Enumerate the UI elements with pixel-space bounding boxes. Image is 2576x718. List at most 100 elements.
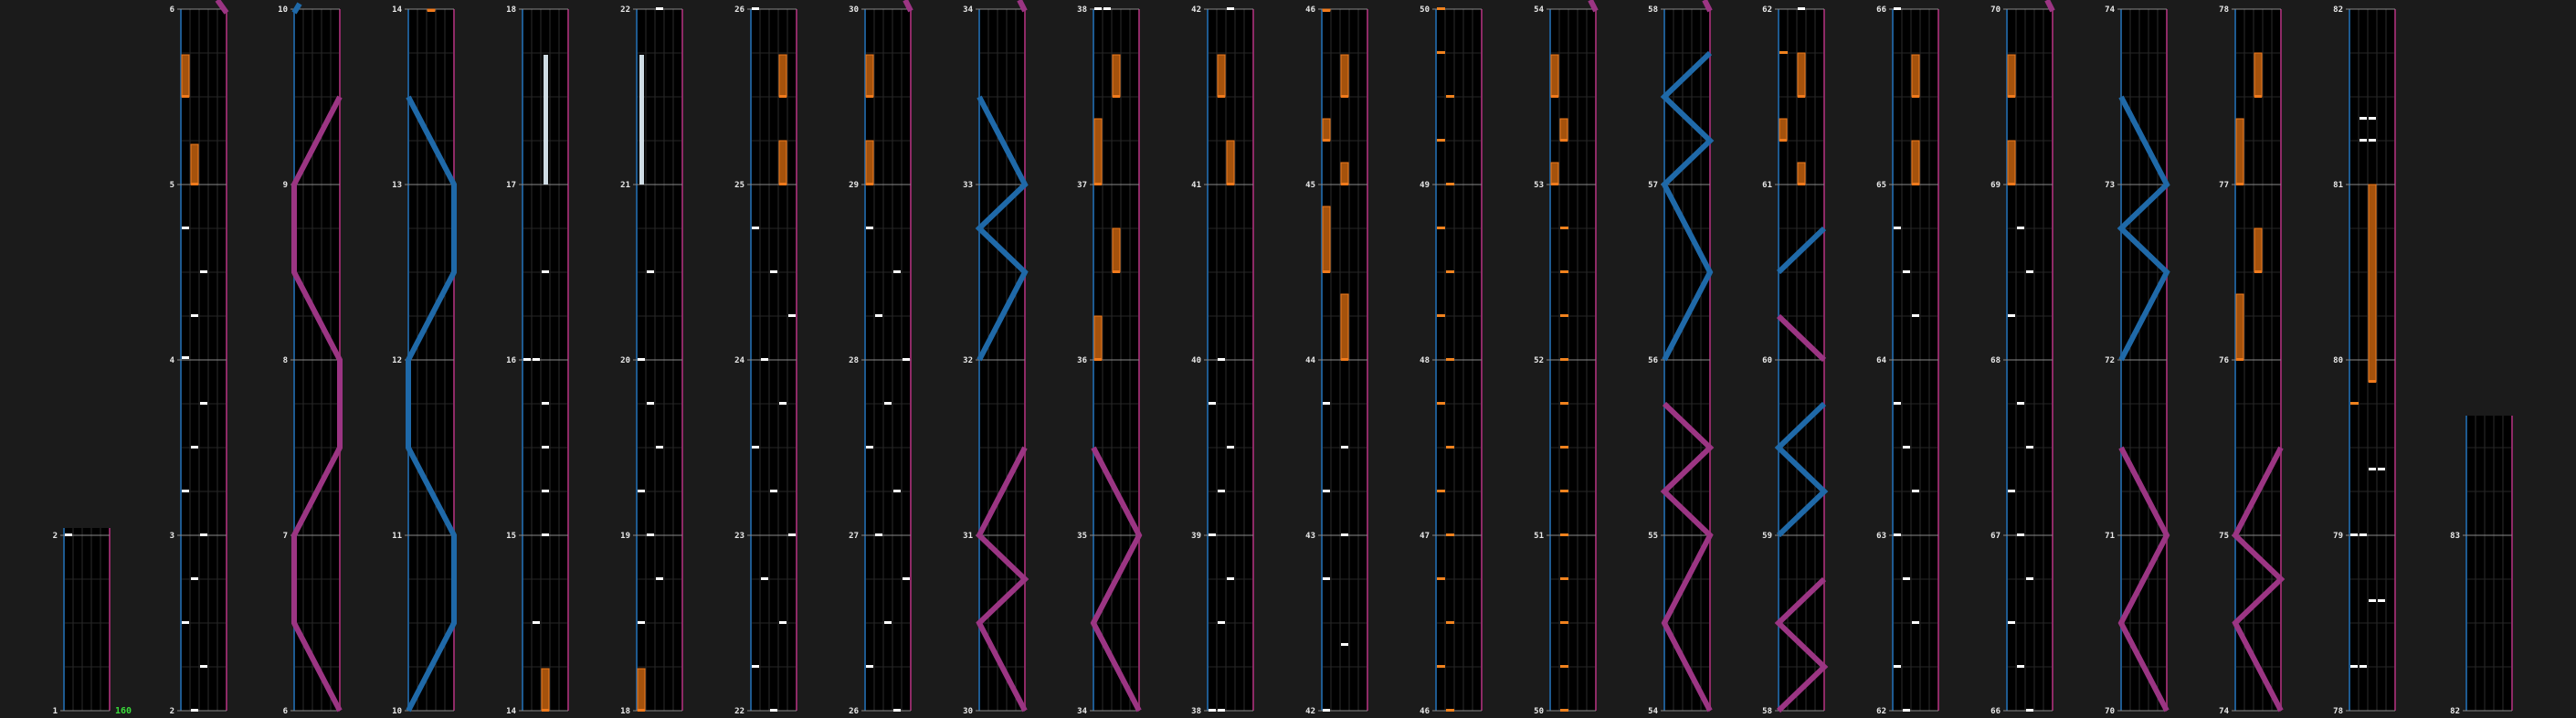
- tap-note[interactable]: [779, 621, 787, 624]
- tap-note[interactable]: [1209, 709, 1216, 712]
- hold-note[interactable]: [1550, 162, 1559, 185]
- tap-note[interactable]: [2360, 533, 2367, 536]
- hold-note[interactable]: [2254, 227, 2263, 273]
- tap-note[interactable]: [1103, 7, 1111, 10]
- hold-note[interactable]: [1340, 162, 1349, 185]
- lane-column-3[interactable]: [290, 8, 341, 712]
- tap-note[interactable]: [1912, 490, 1919, 492]
- blue-slide[interactable]: [291, 2, 302, 15]
- hold-note[interactable]: [427, 8, 436, 12]
- tap-note[interactable]: [65, 533, 72, 536]
- tap-note[interactable]: [1903, 709, 1910, 712]
- flick-note[interactable]: [1437, 227, 1445, 229]
- flick-note[interactable]: [1446, 183, 1454, 185]
- tap-note[interactable]: [2017, 402, 2024, 405]
- pink-slide[interactable]: [1776, 313, 1827, 363]
- tap-note[interactable]: [1323, 490, 1330, 492]
- flick-note[interactable]: [1446, 358, 1454, 361]
- tap-note[interactable]: [647, 533, 654, 536]
- tap-note[interactable]: [1323, 402, 1330, 405]
- tap-note[interactable]: [2369, 117, 2376, 120]
- tap-note[interactable]: [191, 446, 198, 449]
- flick-note[interactable]: [1446, 621, 1454, 624]
- tap-note[interactable]: [542, 270, 549, 273]
- tap-note[interactable]: [770, 709, 777, 712]
- pink-slide[interactable]: [291, 95, 343, 713]
- flick-note[interactable]: [1560, 358, 1568, 361]
- hold-note[interactable]: [1093, 315, 1103, 361]
- hold-note[interactable]: [1322, 206, 1331, 273]
- lane-column-14[interactable]: [1547, 8, 1597, 712]
- tap-note[interactable]: [2026, 270, 2033, 273]
- hold-note[interactable]: [865, 54, 874, 98]
- hold-note[interactable]: [1340, 54, 1349, 98]
- blue-slide[interactable]: [1660, 50, 1715, 362]
- flick-note[interactable]: [1560, 621, 1568, 624]
- tap-note[interactable]: [875, 533, 882, 536]
- tap-note[interactable]: [1903, 270, 1910, 273]
- long-note[interactable]: [544, 55, 548, 185]
- tap-note[interactable]: [182, 621, 189, 624]
- tap-note[interactable]: [2017, 227, 2024, 229]
- tap-note[interactable]: [533, 358, 540, 361]
- hold-note[interactable]: [778, 140, 787, 185]
- tap-note[interactable]: [884, 621, 892, 624]
- tap-note[interactable]: [2350, 665, 2358, 668]
- tap-note[interactable]: [1218, 490, 1225, 492]
- lane-column-19[interactable]: [2117, 8, 2168, 712]
- tap-note[interactable]: [2360, 117, 2367, 120]
- lane-column-15[interactable]: [1661, 8, 1711, 712]
- tap-note[interactable]: [903, 577, 910, 580]
- pink-slide[interactable]: [1660, 401, 1715, 713]
- tap-note[interactable]: [638, 621, 645, 624]
- tap-note[interactable]: [788, 533, 796, 536]
- tap-note[interactable]: [1227, 577, 1234, 580]
- hold-note[interactable]: [1797, 52, 1806, 98]
- pink-slide[interactable]: [1090, 446, 1143, 713]
- hold-note[interactable]: [181, 54, 190, 98]
- flick-note[interactable]: [1560, 227, 1568, 229]
- tap-note[interactable]: [2008, 490, 2015, 492]
- tap-note[interactable]: [893, 709, 901, 712]
- tap-note[interactable]: [770, 270, 777, 273]
- tap-note[interactable]: [647, 402, 654, 405]
- hold-note[interactable]: [1226, 140, 1235, 185]
- tap-note[interactable]: [2017, 533, 2024, 536]
- flick-note[interactable]: [1437, 51, 1445, 54]
- flick-note[interactable]: [1560, 533, 1568, 536]
- flick-note[interactable]: [1560, 709, 1568, 712]
- hold-note[interactable]: [190, 143, 199, 185]
- flick-note[interactable]: [1446, 533, 1454, 536]
- flick-note[interactable]: [1437, 7, 1445, 10]
- tap-note[interactable]: [752, 227, 759, 229]
- tap-note[interactable]: [752, 446, 759, 449]
- tap-note[interactable]: [1218, 621, 1225, 624]
- tap-note[interactable]: [2360, 139, 2367, 142]
- flick-note[interactable]: [1437, 577, 1445, 580]
- tap-note[interactable]: [2378, 468, 2385, 470]
- tap-note[interactable]: [2017, 665, 2024, 668]
- hold-note[interactable]: [778, 54, 787, 98]
- tap-note[interactable]: [1903, 577, 1910, 580]
- hold-note[interactable]: [1911, 140, 1920, 185]
- tap-note[interactable]: [191, 709, 198, 712]
- blue-slide[interactable]: [975, 95, 1029, 362]
- tap-note[interactable]: [191, 314, 198, 317]
- tap-note[interactable]: [1341, 446, 1348, 449]
- tap-note[interactable]: [200, 533, 207, 536]
- tap-note[interactable]: [761, 358, 768, 361]
- lane-column-17[interactable]: [1889, 8, 1939, 712]
- hold-note[interactable]: [1559, 118, 1568, 142]
- tap-note[interactable]: [2378, 599, 2385, 602]
- tap-note[interactable]: [903, 358, 910, 361]
- hold-note[interactable]: [2368, 184, 2377, 383]
- hold-note[interactable]: [865, 140, 874, 185]
- tap-note[interactable]: [866, 446, 873, 449]
- tap-note[interactable]: [1894, 533, 1901, 536]
- tap-note[interactable]: [542, 402, 549, 405]
- tap-note[interactable]: [182, 227, 189, 229]
- tap-note[interactable]: [866, 665, 873, 668]
- tap-note[interactable]: [638, 358, 645, 361]
- tap-note[interactable]: [2360, 665, 2367, 668]
